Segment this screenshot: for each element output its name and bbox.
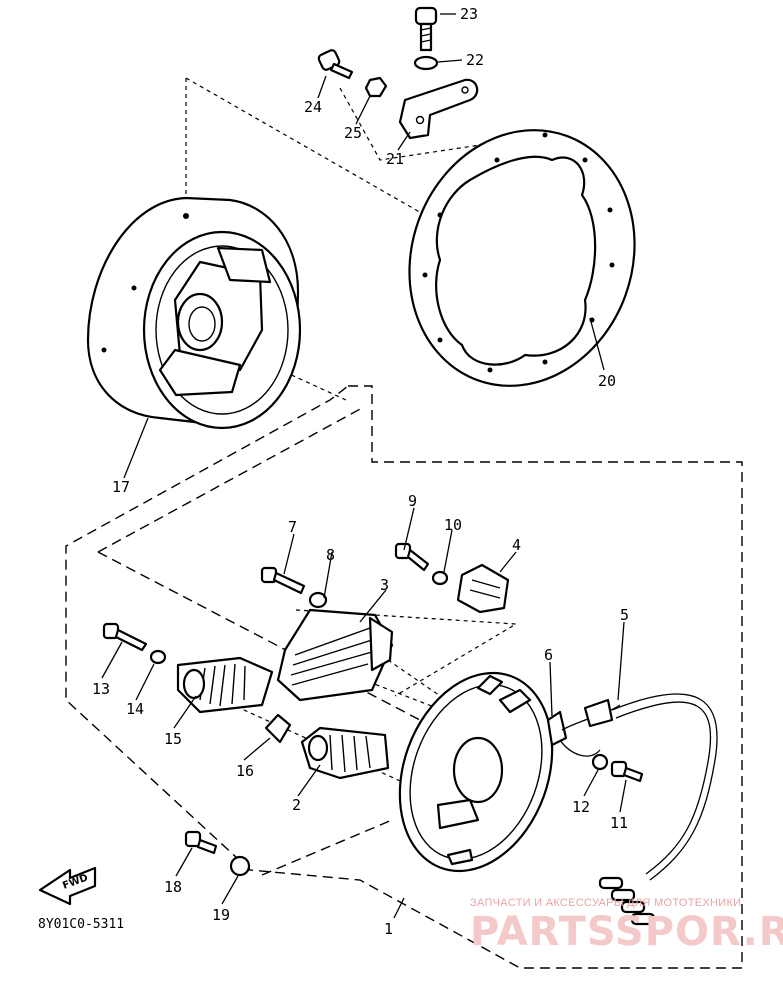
gasket-ring [408,129,636,387]
stator-base [398,671,554,873]
callout-2: 2 [292,796,301,814]
callout-11: 11 [610,814,628,832]
flywheel-rotor [86,196,302,430]
leader-lines [101,13,627,919]
washer [413,55,439,71]
screw [102,622,148,652]
callout-25: 25 [344,124,362,142]
alignment-line [339,87,481,161]
assembly-boundary [65,385,743,969]
pickup-coil [456,563,510,614]
callout-1: 1 [384,920,393,938]
callout-9: 9 [408,492,417,510]
bracket [398,78,479,140]
watermark-brand: PARTSSPOR.RU [470,909,783,955]
callout-24: 24 [304,98,322,116]
callout-12: 12 [572,798,590,816]
washer [431,570,449,586]
bolt [414,6,438,52]
callout-15: 15 [164,730,182,748]
screw [260,566,306,595]
source-coil [300,726,390,780]
diagram-code: 8Y01C0-5311 [38,917,124,932]
dowel-pin [264,713,292,744]
callout-23: 23 [460,5,478,23]
callout-4: 4 [512,536,521,554]
washer [149,649,167,665]
callout-labels: 23 22 24 25 21 20 17 7 8 9 10 4 3 5 6 13… [92,5,629,938]
callout-20: 20 [598,372,616,390]
watermark-tagline: ЗАПЧАСТИ И АКСЕССУАРЫ ДЛЯ МОТОТЕХНИКИ [470,897,741,909]
washer [308,591,328,609]
cable-clamp [546,710,568,747]
callout-10: 10 [444,516,462,534]
nut [364,76,388,98]
callout-13: 13 [92,680,110,698]
screw [610,760,644,783]
guide-line [261,819,393,876]
screw [394,542,430,572]
washer [591,753,609,771]
guide-line [97,407,363,553]
callout-8: 8 [326,546,335,564]
guide-line [97,551,421,721]
callout-14: 14 [126,700,144,718]
washer [229,855,251,877]
callout-6: 6 [544,646,553,664]
callout-21: 21 [386,150,404,168]
screw [184,830,218,855]
charge-coil [176,656,274,714]
callout-19: 19 [212,906,230,924]
alignment-line [185,77,431,219]
bolt [317,49,354,80]
callout-22: 22 [466,51,484,69]
fwd-arrow-icon: FWD [38,866,97,906]
callout-7: 7 [288,518,297,536]
callout-16: 16 [236,762,254,780]
callout-5: 5 [620,606,629,624]
callout-18: 18 [164,878,182,896]
wire-harness [559,693,718,926]
callout-3: 3 [380,576,389,594]
generator-coil [276,608,394,702]
callout-17: 17 [112,478,130,496]
